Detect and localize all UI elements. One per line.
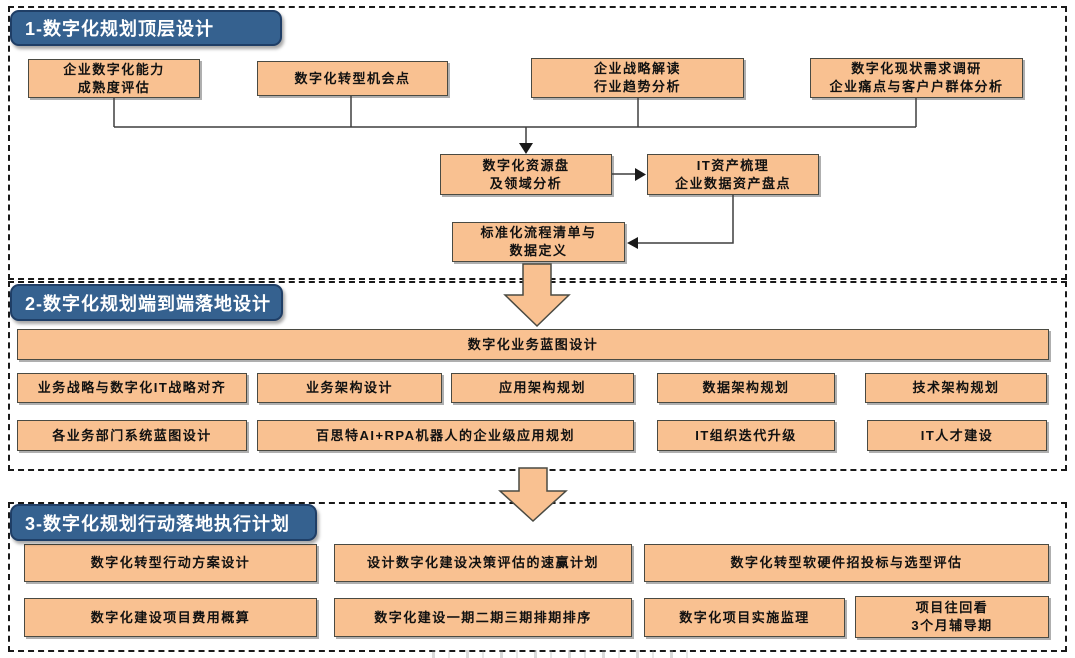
box-capability-maturity-label: 企业数字化能力 成熟度评估 (63, 61, 165, 95)
box-it-organization-upgrade: IT组织迭代升级 (657, 420, 835, 451)
box-strategy-interpretation: 企业战略解读 行业趋势分析 (531, 58, 744, 98)
box-strategy-interpretation-label: 企业战略解读 行业趋势分析 (593, 61, 681, 94)
section-1-tab: 1-数字化规划顶层设计 (10, 10, 282, 46)
box-transformation-opportunity: 数字化转型机会点 (257, 61, 448, 96)
box-business-architecture-label: 业务架构设计 (305, 380, 393, 396)
box-business-architecture: 业务架构设计 (257, 373, 442, 403)
box-resource-inventory-label: 数字化资源盘 及领域分析 (482, 157, 570, 191)
box-phase-scheduling-label: 数字化建设一期二期三期排期排序 (374, 609, 592, 625)
section-1-title: 1-数字化规划顶层设计 (25, 19, 215, 39)
box-department-blueprint-label: 各业务部门系统蓝图设计 (52, 427, 212, 443)
box-action-plan-design: 数字化转型行动方案设计 (24, 544, 317, 582)
box-quick-win-plan-label: 设计数字化建设决策评估的速赢计划 (366, 555, 599, 571)
box-standard-process-label: 标准化流程清单与 数据定义 (480, 225, 597, 258)
box-business-blueprint-label: 数字化业务蓝图设计 (467, 336, 599, 352)
box-application-architecture-label: 应用架构规划 (498, 380, 586, 396)
box-implementation-supervision: 数字化项目实施监理 (644, 598, 845, 637)
box-technology-architecture: 技术架构规划 (865, 373, 1047, 403)
box-status-research-label: 数字化现状需求调研 企业痛点与客户户群体分析 (829, 61, 1004, 94)
section-3-title: 3-数字化规划行动落地执行计划 (25, 513, 291, 534)
section-3-tab: 3-数字化规划行动落地执行计划 (10, 504, 317, 541)
box-action-plan-design-label: 数字化转型行动方案设计 (90, 555, 251, 571)
box-application-architecture: 应用架构规划 (451, 373, 634, 403)
box-data-architecture-label: 数据架构规划 (702, 380, 790, 396)
box-resource-inventory: 数字化资源盘 及领域分析 (440, 154, 612, 195)
box-implementation-supervision-label: 数字化项目实施监理 (679, 609, 810, 625)
box-it-asset-label: IT资产梳理 企业数据资产盘点 (674, 157, 791, 191)
box-ai-rpa-application-label: 百思特AI+RPA机器人的企业级应用规划 (315, 427, 576, 443)
box-project-review-coaching: 项目往回看 3个月辅导期 (855, 596, 1049, 638)
box-capability-maturity: 企业数字化能力 成熟度评估 (28, 59, 200, 98)
section-2-tab: 2-数字化规划端到端落地设计 (10, 284, 283, 321)
box-phase-scheduling: 数字化建设一期二期三期排期排序 (334, 598, 632, 637)
box-it-talent-label: IT人才建设 (920, 427, 994, 443)
section-2-title: 2-数字化规划端到端落地设计 (25, 293, 272, 314)
box-ai-rpa-application: 百思特AI+RPA机器人的企业级应用规划 (257, 420, 634, 451)
box-it-organization-upgrade-label: IT组织迭代升级 (695, 427, 797, 443)
box-business-blueprint: 数字化业务蓝图设计 (17, 329, 1049, 360)
box-strategy-alignment-label: 业务战略与数字化IT战略对齐 (37, 380, 227, 396)
box-bidding-selection: 数字化转型软硬件招投标与选型评估 (644, 544, 1049, 582)
box-strategy-alignment: 业务战略与数字化IT战略对齐 (17, 373, 247, 403)
box-project-cost-estimate-label: 数字化建设项目费用概算 (90, 609, 251, 625)
box-standard-process: 标准化流程清单与 数据定义 (452, 222, 625, 262)
box-project-cost-estimate: 数字化建设项目费用概算 (24, 598, 317, 637)
box-status-research: 数字化现状需求调研 企业痛点与客户户群体分析 (810, 58, 1023, 98)
box-department-blueprint: 各业务部门系统蓝图设计 (17, 420, 247, 451)
box-data-architecture: 数据架构规划 (657, 373, 835, 403)
box-transformation-opportunity-label: 数字化转型机会点 (294, 70, 411, 86)
box-it-talent: IT人才建设 (867, 420, 1047, 451)
box-bidding-selection-label: 数字化转型软硬件招投标与选型评估 (730, 555, 963, 571)
box-project-review-coaching-label: 项目往回看 3个月辅导期 (911, 600, 993, 633)
box-technology-architecture-label: 技术架构规划 (912, 380, 1000, 396)
clipped-watermark-fragment (432, 650, 702, 658)
box-quick-win-plan: 设计数字化建设决策评估的速赢计划 (334, 544, 632, 582)
box-it-asset: IT资产梳理 企业数据资产盘点 (647, 154, 819, 195)
